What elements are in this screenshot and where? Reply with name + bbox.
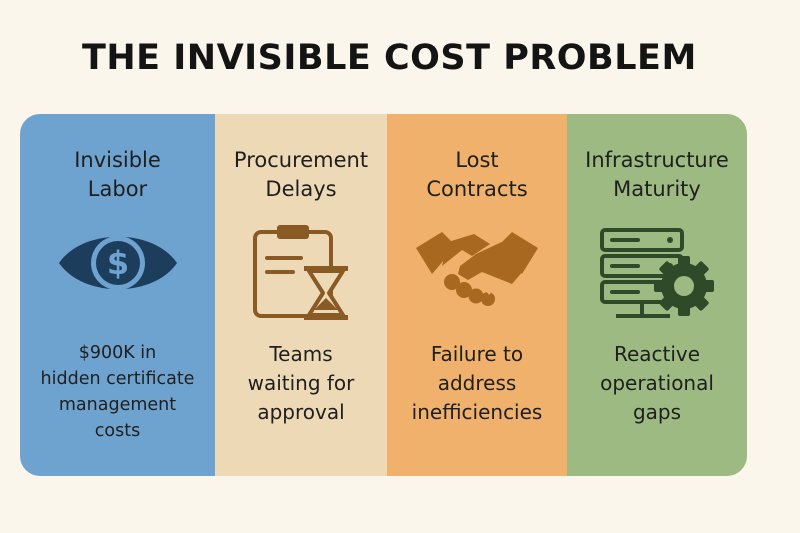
panel-heading: Invisible Labor: [74, 148, 161, 201]
eye-dollar-icon: $: [55, 222, 181, 308]
panel-description: Teams waiting for approval: [247, 342, 355, 424]
panel-heading: Lost Contracts: [426, 148, 528, 201]
handshake-icon: [412, 222, 542, 310]
clipboard-hourglass-icon: [249, 222, 353, 330]
panel-invisible-labor: Invisible Labor $ $900K in hidden certif…: [20, 114, 215, 476]
page-title: THE INVISIBLE COST PROBLEM: [82, 38, 697, 78]
panel-infrastructure-maturity: Infrastructure Maturity: [567, 114, 747, 476]
panel-description: Failure to address inefficiencies: [411, 342, 543, 424]
panel-heading: Procurement Delays: [233, 148, 369, 201]
panel-lost-contracts: Lost Contracts Failure to address ineffi…: [387, 114, 567, 476]
panel-procurement-delays: Procurement Delays Teams waiting for app…: [215, 114, 387, 476]
panel-heading: Infrastructure Maturity: [585, 148, 729, 201]
panel-description: Reactive operational gaps: [600, 342, 714, 424]
svg-text:$: $: [106, 244, 128, 282]
panel-description: $900K in hidden certificate management c…: [40, 343, 195, 441]
server-gear-icon: [594, 222, 720, 330]
cost-panels: Invisible Labor $ $900K in hidden certif…: [20, 114, 747, 476]
